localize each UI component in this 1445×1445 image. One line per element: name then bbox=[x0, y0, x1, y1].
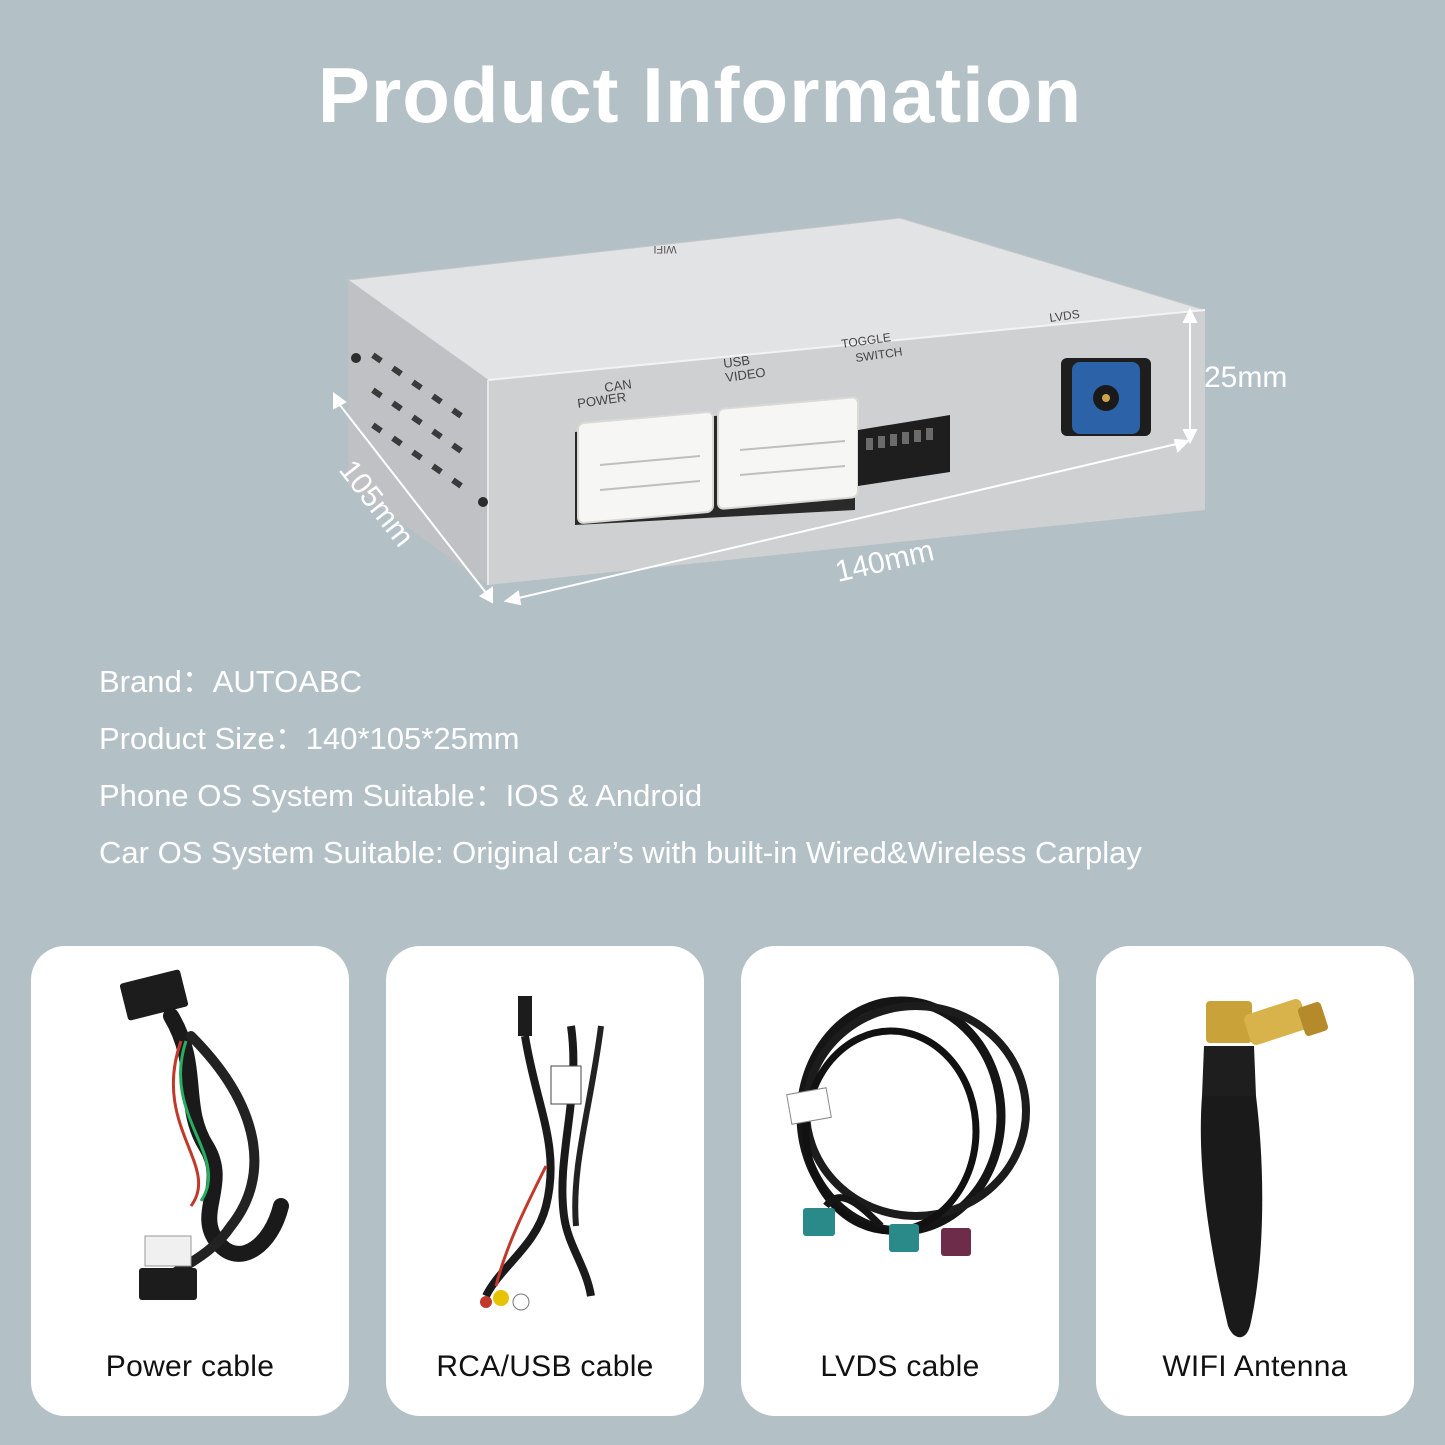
wifi-port-label: WIFI bbox=[653, 243, 676, 255]
wifi-antenna-icon bbox=[1200, 999, 1329, 1338]
height-dimension: 25mm bbox=[1204, 361, 1287, 394]
rca-usb-cable-icon bbox=[480, 996, 604, 1311]
accessory-label: Power cable bbox=[105, 1350, 275, 1383]
toggle-switch-label-1: TOGGLE bbox=[840, 330, 891, 351]
accessory-card-power-cable: Power cable bbox=[31, 946, 349, 1416]
product-box-illustration: WIFI CAN POWER USB VIDEO TOGGLE SWITCH L… bbox=[332, 217, 1287, 606]
accessory-label: WIFI Antenna bbox=[1162, 1350, 1348, 1383]
spec-product-size: Product Size：140*105*25mm bbox=[99, 721, 520, 756]
toggle-switch-label-2: SWITCH bbox=[854, 345, 903, 365]
spec-car-os: Car OS System Suitable: Original car’s w… bbox=[99, 835, 1142, 870]
lvds-cable-icon bbox=[786, 996, 1030, 1256]
lvds-label: LVDS bbox=[1048, 307, 1080, 325]
usb-video-label-1: USB bbox=[722, 352, 751, 371]
usb-video-label-2: VIDEO bbox=[724, 364, 766, 384]
page-title: Product Information bbox=[317, 51, 1083, 139]
accessory-card-lvds-cable: LVDS cable bbox=[741, 946, 1059, 1416]
accessory-card-rca-usb-cable: RCA/USB cable bbox=[386, 946, 704, 1416]
spec-brand: Brand：AUTOABC bbox=[99, 664, 363, 699]
accessory-label: LVDS cable bbox=[820, 1350, 980, 1383]
accessory-label: RCA/USB cable bbox=[436, 1350, 654, 1383]
accessory-card-wifi-antenna: WIFI Antenna bbox=[1096, 946, 1414, 1416]
can-power-label-2: POWER bbox=[576, 389, 627, 411]
spec-phone-os: Phone OS System Suitable：IOS & Android bbox=[99, 778, 703, 813]
can-power-label-1: CAN bbox=[603, 376, 632, 395]
spec-list: Brand：AUTOABC Product Size：140*105*25mm … bbox=[99, 660, 1142, 888]
power-cable-icon bbox=[119, 969, 289, 1300]
